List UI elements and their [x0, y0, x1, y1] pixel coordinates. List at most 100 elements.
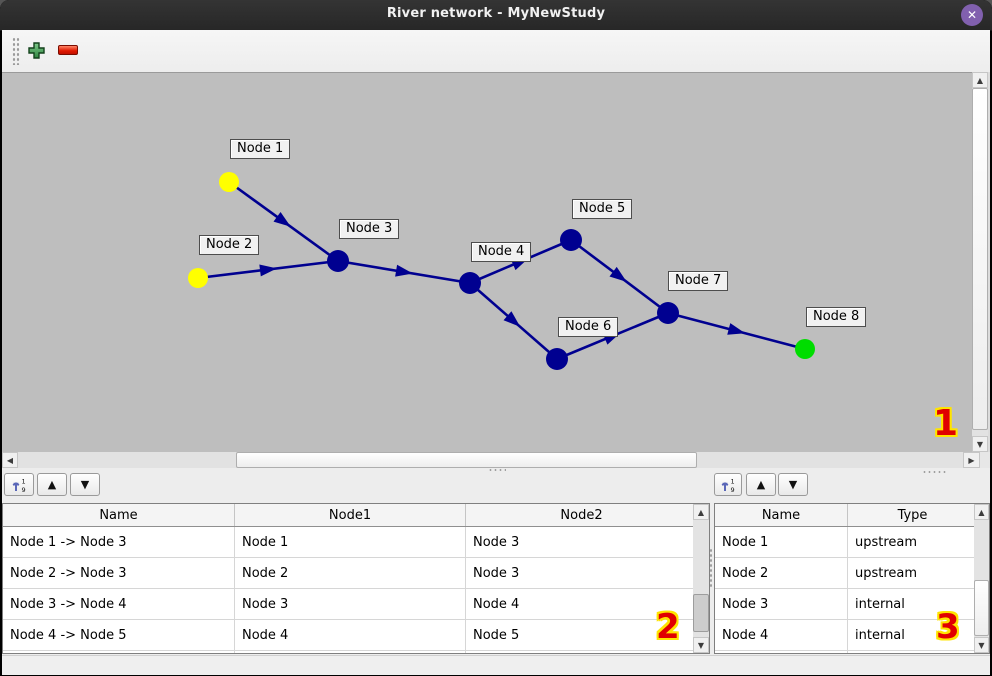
- annotation-2: 2: [656, 607, 680, 647]
- hscroll-thumb[interactable]: [236, 452, 697, 468]
- node-label[interactable]: Node 5: [572, 199, 633, 219]
- node-circle[interactable]: [560, 229, 582, 251]
- scroll-up-button[interactable]: ▲: [972, 72, 988, 88]
- pane-splitter-grip-right[interactable]: [922, 470, 946, 474]
- nodes-vscroll-thumb[interactable]: [974, 580, 989, 636]
- table-cell[interactable]: Node 2 -> Node 3: [3, 557, 235, 589]
- reaches-vscroll-thumb[interactable]: [693, 594, 709, 632]
- reaches-move-down-button[interactable]: ▼: [70, 473, 100, 496]
- column-header-name[interactable]: Name: [3, 504, 235, 527]
- table-row-partial: [715, 650, 978, 653]
- column-header-name[interactable]: Name: [715, 504, 848, 527]
- svg-text:9: 9: [731, 486, 735, 493]
- nodes-vscrollbar[interactable]: ▲ ▼: [974, 504, 989, 653]
- scroll-down-button[interactable]: ▼: [974, 637, 989, 653]
- table-cell[interactable]: Node 3: [465, 526, 698, 558]
- table-cell[interactable]: Node 4: [465, 588, 698, 620]
- annotation-1: 1: [933, 403, 959, 444]
- table-cell[interactable]: Node 2: [715, 557, 848, 589]
- scroll-up-button[interactable]: ▲: [693, 504, 709, 520]
- node-label[interactable]: Node 4: [471, 242, 532, 262]
- scroll-left-button[interactable]: ◀: [2, 452, 18, 468]
- node-label[interactable]: Node 7: [668, 271, 729, 291]
- table-cell[interactable]: Node 4: [234, 619, 466, 651]
- table-cell[interactable]: Node 3 -> Node 4: [3, 588, 235, 620]
- edge-arrow-icon: [273, 211, 291, 227]
- canvas-hscrollbar[interactable]: ◀ ▶: [2, 452, 980, 468]
- node-label[interactable]: Node 2: [199, 235, 260, 255]
- table-cell[interactable]: Node 5: [465, 619, 698, 651]
- edge-arrow-icon: [395, 264, 413, 277]
- canvas-vscrollbar[interactable]: ▲ ▼: [972, 72, 988, 452]
- remove-node-button[interactable]: [54, 36, 82, 64]
- edge-arrow-icon: [259, 264, 277, 277]
- edge-strip: [988, 72, 990, 452]
- scroll-right-button[interactable]: ▶: [963, 452, 980, 468]
- column-header-node2[interactable]: Node2: [465, 504, 698, 527]
- vscroll-thumb[interactable]: [972, 88, 988, 430]
- node-label[interactable]: Node 1: [230, 139, 291, 159]
- add-node-button[interactable]: [22, 36, 50, 64]
- table-cell[interactable]: Node 1: [715, 526, 848, 558]
- nodes-sort-button[interactable]: 1 9: [714, 473, 742, 496]
- graph-svg: [188, 172, 815, 370]
- edge-arrow-icon: [503, 311, 521, 327]
- node-circle[interactable]: [219, 172, 239, 192]
- window-title: River network - MyNewStudy: [386, 6, 606, 21]
- table-cell[interactable]: Node 4: [715, 619, 848, 651]
- table-cell[interactable]: internal: [847, 619, 978, 651]
- down-arrow-icon: ▼: [697, 640, 705, 650]
- toolbar-grip[interactable]: [12, 37, 20, 65]
- node-circle[interactable]: [188, 268, 208, 288]
- close-button[interactable]: ✕: [961, 4, 983, 26]
- table-cell[interactable]: Node 4 -> Node 5: [3, 619, 235, 651]
- node-circle[interactable]: [546, 348, 568, 370]
- table-cell[interactable]: Node 3: [234, 588, 466, 620]
- node-label[interactable]: Node 3: [339, 219, 400, 239]
- node-circle[interactable]: [459, 272, 481, 294]
- edge-arrow-icon: [727, 323, 746, 335]
- nodes-move-down-button[interactable]: ▼: [778, 473, 808, 496]
- node-circle[interactable]: [795, 339, 815, 359]
- table-cell[interactable]: upstream: [847, 526, 978, 558]
- titlebar[interactable]: River network - MyNewStudy ✕: [0, 0, 992, 31]
- svg-text:1: 1: [731, 477, 735, 485]
- pane-splitter-grip[interactable]: [488, 468, 506, 472]
- up-arrow-icon: ▲: [976, 75, 984, 85]
- table-cell[interactable]: Node 1 -> Node 3: [3, 526, 235, 558]
- column-header-type[interactable]: Type: [847, 504, 978, 527]
- table-cell[interactable]: Node 2: [234, 557, 466, 589]
- table-cell[interactable]: upstream: [847, 557, 978, 589]
- table-cell[interactable]: Node 3: [465, 557, 698, 589]
- scroll-down-button[interactable]: ▼: [693, 637, 709, 653]
- column-header-node1[interactable]: Node1: [234, 504, 466, 527]
- annotation-3: 3: [936, 607, 960, 647]
- node-circle[interactable]: [327, 250, 349, 272]
- node-circle[interactable]: [657, 302, 679, 324]
- node-label[interactable]: Node 6: [558, 317, 619, 337]
- table-cell[interactable]: internal: [847, 588, 978, 620]
- nodes-move-up-button[interactable]: ▲: [746, 473, 776, 496]
- reaches-vscrollbar[interactable]: ▲ ▼: [693, 504, 709, 653]
- reaches-move-up-button[interactable]: ▲: [37, 473, 67, 496]
- reaches-sort-button[interactable]: 1 9: [4, 473, 34, 496]
- tables-splitter-grip[interactable]: [709, 548, 713, 588]
- node-label[interactable]: Node 8: [806, 307, 867, 327]
- left-arrow-icon: ◀: [6, 455, 14, 465]
- table-cell[interactable]: Node 3: [715, 588, 848, 620]
- scroll-up-button[interactable]: ▲: [974, 504, 989, 520]
- table-cell[interactable]: Node 1: [234, 526, 466, 558]
- scroll-down-button[interactable]: ▼: [972, 436, 988, 452]
- main-toolbar: [2, 30, 990, 73]
- network-canvas[interactable]: Node 1 Node 2 Node 3 Node 4 Node 5 Node 6 Node…: [2, 72, 972, 453]
